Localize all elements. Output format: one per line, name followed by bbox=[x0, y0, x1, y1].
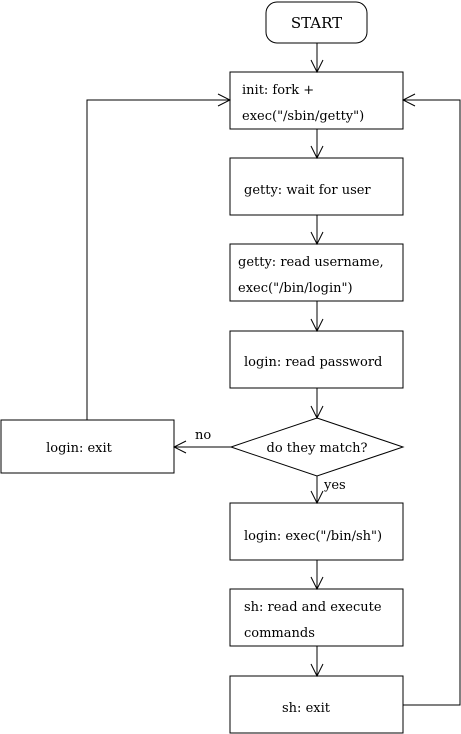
loop-sh-exit-to-init bbox=[403, 100, 461, 706]
start-label: START bbox=[291, 14, 342, 32]
login-read-password-box: login: read password bbox=[229, 330, 404, 389]
login-exit-box: login: exit bbox=[0, 419, 175, 474]
login-read-password-label: login: read password bbox=[244, 355, 382, 370]
init-fork-exec-box: init: fork + exec("/sbin/getty") bbox=[229, 71, 404, 130]
login-exit-label: login: exit bbox=[46, 441, 113, 456]
getty-read-label-line2: exec("/bin/login") bbox=[238, 281, 353, 296]
sh-read-label-line2: commands bbox=[244, 626, 315, 641]
edge-label-no: no bbox=[195, 428, 211, 443]
start-node: START bbox=[265, 1, 368, 44]
getty-wait-label: getty: wait for user bbox=[244, 183, 371, 198]
edge-label-yes: yes bbox=[323, 478, 346, 493]
sh-exit-label: sh: exit bbox=[282, 701, 331, 716]
getty-read-label-line1: getty: read username, bbox=[238, 255, 384, 270]
login-exec-sh-box: login: exec("/bin/sh") bbox=[229, 502, 404, 561]
init-label-line2: exec("/sbin/getty") bbox=[242, 109, 364, 124]
sh-exit-box: sh: exit bbox=[229, 675, 404, 734]
login-exec-sh-label: login: exec("/bin/sh") bbox=[244, 529, 382, 544]
sh-read-label-line1: sh: read and execute bbox=[244, 600, 382, 615]
sh-read-execute-box: sh: read and execute commands bbox=[229, 588, 404, 647]
loop-login-exit-to-init bbox=[86, 100, 230, 420]
getty-wait-box: getty: wait for user bbox=[229, 157, 404, 216]
match-decision-diamond: do they match? bbox=[229, 417, 405, 477]
decision-label: do they match? bbox=[267, 441, 368, 456]
getty-read-username-box: getty: read username, exec("/bin/login") bbox=[229, 243, 404, 302]
init-label-line1: init: fork + bbox=[242, 83, 314, 98]
